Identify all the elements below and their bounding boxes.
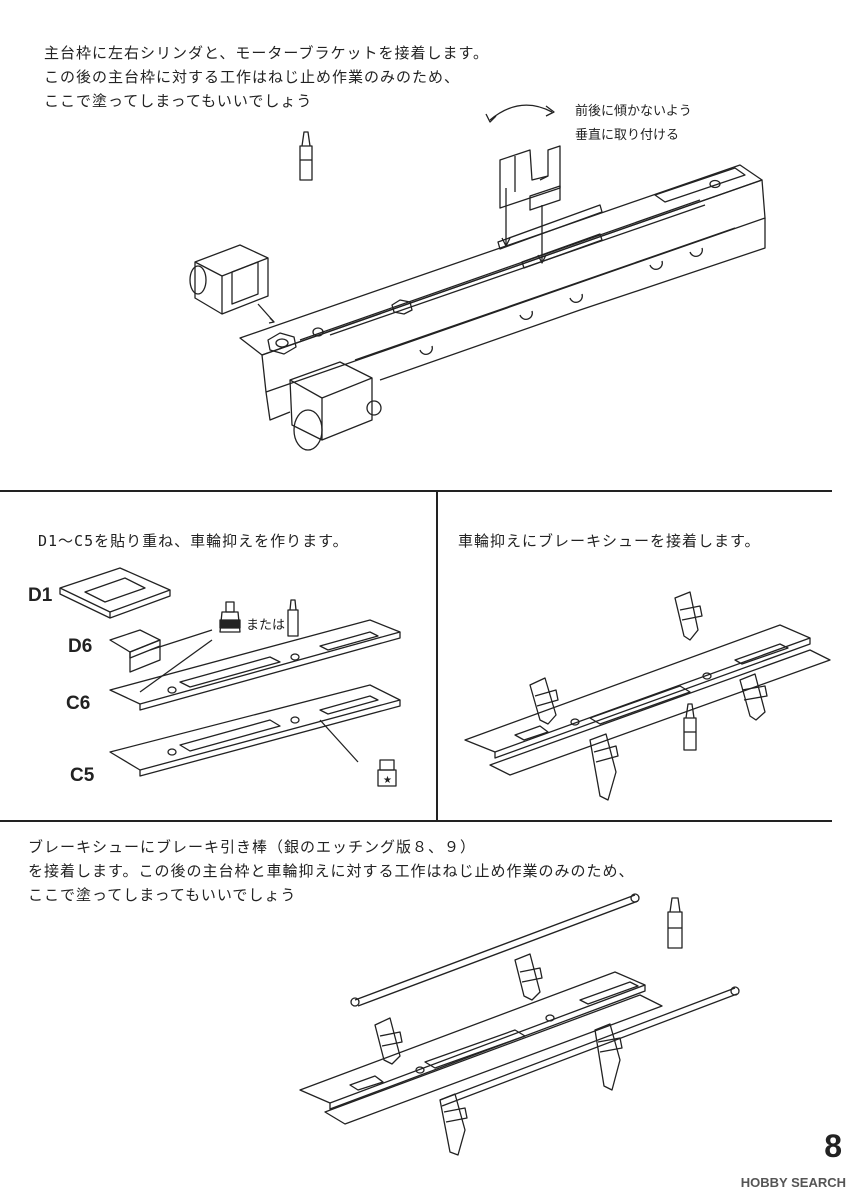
- step3-title: 車輪抑えにブレーキシューを接着します。: [458, 532, 761, 550]
- or-text: または: [246, 618, 286, 633]
- glue-stick-icon-1: [299, 131, 313, 181]
- part-label-d1: D1: [28, 585, 53, 606]
- step1-line-2: この後の主台枠に対する工作はねじ止め作業のみのため、: [44, 68, 461, 86]
- brake-shoe-illustration: [464, 591, 831, 801]
- step1-line-3: ここで塗ってしまってもいいでしょう: [44, 92, 313, 110]
- wheel-holder-parts-illustration: ★: [59, 567, 401, 787]
- glue-stick-icon-4: [667, 897, 683, 949]
- main-frame-illustration: [189, 104, 766, 451]
- part-label-c6: C6: [66, 693, 91, 714]
- page-number: 8: [824, 1128, 842, 1164]
- step4-line-2: を接着します。この後の主台枠と車輪抑えに対する工作はねじ止め作業のみのため、: [28, 862, 635, 880]
- step4-line-3: ここで塗ってしまってもいいでしょう: [28, 886, 297, 904]
- step1-line-1: 主台枠に左右シリンダと、モーターブラケットを接着します。: [44, 44, 490, 62]
- step1-note-line1: 前後に傾かないよう: [575, 104, 692, 119]
- section-divider-bottom: [0, 820, 832, 822]
- glue-bottle-icon: [219, 601, 241, 633]
- glue-stick-icon-3: [683, 703, 697, 751]
- part-label-c5: C5: [70, 765, 95, 786]
- part-label-d6: D6: [68, 636, 93, 657]
- svg-text:★: ★: [383, 775, 392, 786]
- step2-title: D1～C5を貼り重ね、車輪抑えを作ります。: [38, 532, 349, 550]
- brake-rod-illustration: [299, 893, 740, 1156]
- section-divider-vertical: [436, 490, 438, 820]
- glue-stick-icon-2: [287, 599, 299, 637]
- step1-note-line2: 垂直に取り付ける: [575, 128, 680, 143]
- step4-line-1: ブレーキシューにブレーキ引き棒（銀のエッチング版８、９）: [28, 838, 477, 856]
- star-bottle-icon: ★: [377, 759, 397, 787]
- section-divider-top: [0, 490, 832, 492]
- watermark: HOBBY SEARCH: [740, 1175, 846, 1190]
